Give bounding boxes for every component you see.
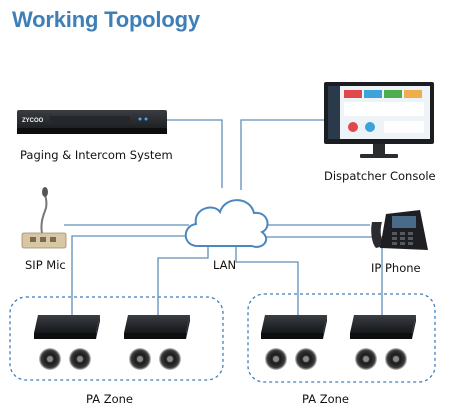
speaker-icon: [159, 348, 181, 370]
link-pa-zone-right-b: [257, 236, 383, 315]
speaker-icon: [265, 348, 287, 370]
speaker-icon: [355, 348, 377, 370]
link-pa-zone-left-a: [157, 243, 209, 315]
paging-server-icon: [17, 110, 167, 134]
ip-phone-icon: [371, 210, 428, 250]
pa-zone-left-label: PA Zone: [86, 392, 133, 406]
lan-label: LAN: [213, 258, 237, 272]
paging-system-label: Paging & Intercom System: [20, 148, 173, 162]
pa-zone-right-border: [247, 293, 436, 383]
amplifier-icon-right-2: [350, 315, 416, 339]
microphone-icon: [21, 187, 67, 249]
sip-mic-label: SIP Mic: [25, 258, 66, 272]
page-title: Working Topology: [12, 7, 200, 32]
speaker-icon: [295, 348, 317, 370]
pa-zone-right-label: PA Zone: [302, 392, 349, 406]
speaker-icon: [385, 348, 407, 370]
pa-zone-left-border: [9, 296, 224, 381]
speaker-icon: [69, 348, 91, 370]
paging-brand-logo: ZYCOO: [22, 118, 44, 124]
lan-cloud: [184, 199, 269, 248]
speaker-icon: [39, 348, 61, 370]
link-pa-zone-right-a: [235, 246, 299, 315]
ip-phone-label: IP Phone: [371, 261, 421, 275]
speaker-icon: [129, 348, 151, 370]
monitor-icon: [324, 82, 434, 158]
amplifier-icon-right-1: [261, 315, 327, 339]
amplifier-icon-left-1: [34, 315, 100, 339]
link-pa-zone-left-b: [71, 235, 190, 315]
amplifier-icon-left-2: [124, 315, 190, 339]
link-dispatcher-console: [240, 119, 325, 190]
dispatcher-console-label: Dispatcher Console: [324, 169, 436, 183]
